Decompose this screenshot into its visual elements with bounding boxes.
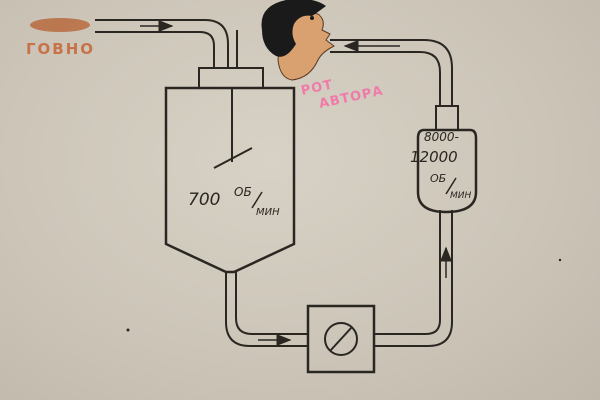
eye: [310, 16, 314, 20]
centrifuge-unit-top: ОБ: [430, 172, 446, 185]
centrifuge: [416, 128, 478, 214]
tank-speed-value: 700: [188, 190, 220, 210]
pump-rotor-slash: [329, 326, 353, 352]
tank-speed-unit-top: ОБ: [234, 185, 252, 199]
left-label: ГОВНО: [26, 40, 95, 58]
return-pipe: [374, 210, 453, 347]
centrifuge-unit-slash: [445, 177, 457, 195]
tank-cap: [198, 67, 264, 89]
top-pipe: [330, 39, 453, 106]
head-figure: [261, 0, 335, 81]
mouth-label-1: РОТ: [300, 77, 335, 98]
centrifuge-unit-bottom: МИН: [450, 191, 471, 201]
inlet-pipe: [95, 19, 229, 68]
outlet-pipe: [225, 272, 308, 347]
mixing-tank: [164, 86, 296, 274]
brown-smudge: [30, 18, 90, 32]
centrifuge-speed-2: 12000: [410, 148, 458, 166]
speck: [126, 328, 130, 332]
centrifuge-speed-1: 8000-: [424, 130, 459, 144]
tank-speed-unit-bottom: МИН: [256, 207, 280, 218]
speck: [558, 258, 562, 262]
pump-rotor: [324, 322, 358, 356]
centrifuge-cap: [435, 105, 459, 131]
pump-box: [306, 304, 376, 374]
hair: [261, 0, 326, 57]
tank-speed-slash: [251, 191, 263, 209]
stirrer-blade: [213, 147, 253, 169]
